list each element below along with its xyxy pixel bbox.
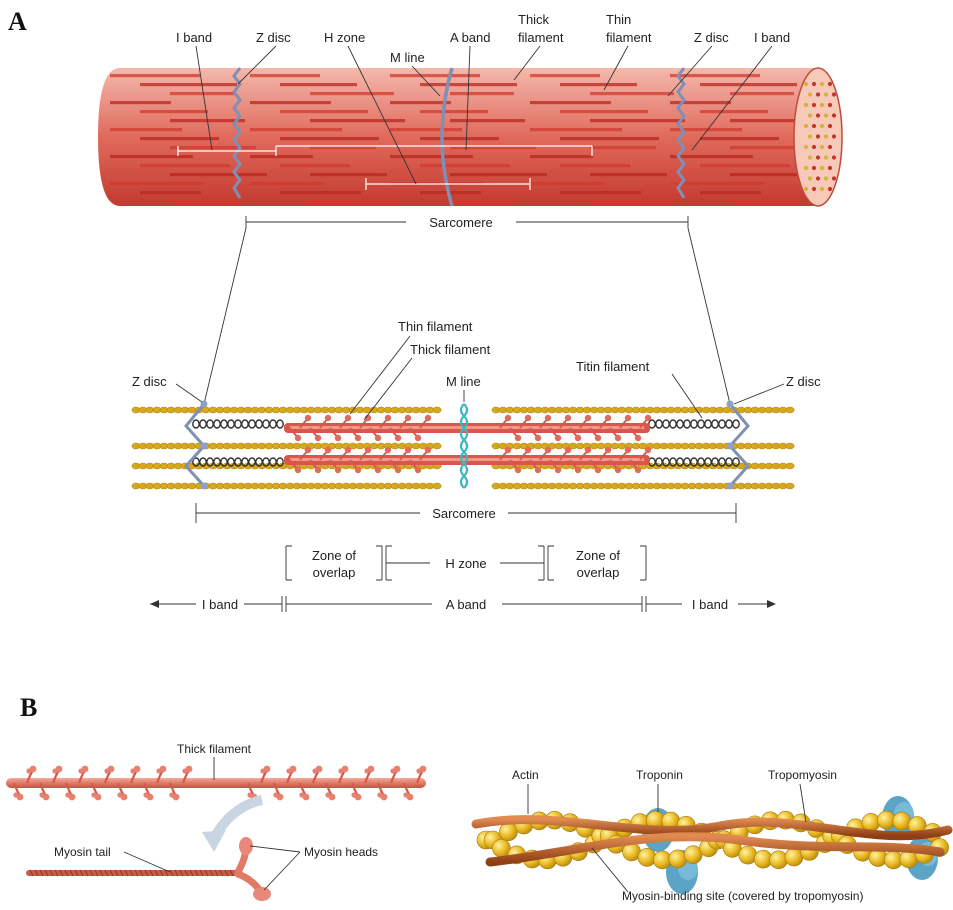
label-zone-of-overlap-right-line1: Zone of <box>576 548 620 563</box>
label-a-band: A band <box>446 597 487 612</box>
label-actin: Actin <box>512 768 539 782</box>
label-i-band-right-fiber: I band <box>754 30 790 45</box>
label-i-band-left: I band <box>202 597 238 612</box>
label-troponin: Troponin <box>636 768 683 782</box>
label-thin-filament-line2-fiber: filament <box>606 30 652 45</box>
label-z-disc-left: Z disc <box>132 374 167 389</box>
label-myosin-binding-site: Myosin-binding site (covered by tropomyo… <box>622 889 863 903</box>
label-z-disc-right: Z disc <box>786 374 821 389</box>
label-sarcomere-fiber: Sarcomere <box>429 215 493 230</box>
label-myosin-tail: Myosin tail <box>54 845 111 859</box>
sarcomere-diagram <box>132 401 794 490</box>
label-tropomyosin: Tropomyosin <box>768 768 837 782</box>
label-zone-of-overlap-left-line2: overlap <box>313 565 356 580</box>
thin-filament-illustration: Actin Troponin Tropomyosin Myosin-bindin… <box>476 768 949 903</box>
label-thin-filament: Thin filament <box>398 319 473 334</box>
sarcomere-labels: Thin filament Thick filament M line Titi… <box>132 319 821 420</box>
label-h-zone: H zone <box>445 556 486 571</box>
label-i-band-left-fiber: I band <box>176 30 212 45</box>
label-thick-filament-line2-fiber: filament <box>518 30 564 45</box>
label-z-disc-left-fiber: Z disc <box>256 30 291 45</box>
band-braces: Sarcomere Zone of overlap H zone Zone of… <box>150 503 776 612</box>
thick-filament-illustration: Thick filament Myosin tail Myosin heads <box>6 742 426 901</box>
label-z-disc-right-fiber: Z disc <box>694 30 729 45</box>
label-titin-filament: Titin filament <box>576 359 650 374</box>
label-zone-of-overlap-right-line2: overlap <box>577 565 620 580</box>
label-a-band-fiber: A band <box>450 30 491 45</box>
label-thick-filament: Thick filament <box>410 342 491 357</box>
label-h-zone-fiber: H zone <box>324 30 365 45</box>
label-thick-filament-line1-fiber: Thick <box>518 12 550 27</box>
label-thick-filament-b: Thick filament <box>177 742 252 756</box>
label-i-band-right: I band <box>692 597 728 612</box>
label-thin-filament-line1-fiber: Thin <box>606 12 631 27</box>
label-myosin-heads: Myosin heads <box>304 845 378 859</box>
label-zone-of-overlap-left-line1: Zone of <box>312 548 356 563</box>
panel-b-letter: B <box>20 693 37 722</box>
panel-a-letter: A <box>8 7 27 36</box>
label-m-line: M line <box>446 374 481 389</box>
label-m-line-fiber: M line <box>390 50 425 65</box>
label-sarcomere: Sarcomere <box>432 506 496 521</box>
